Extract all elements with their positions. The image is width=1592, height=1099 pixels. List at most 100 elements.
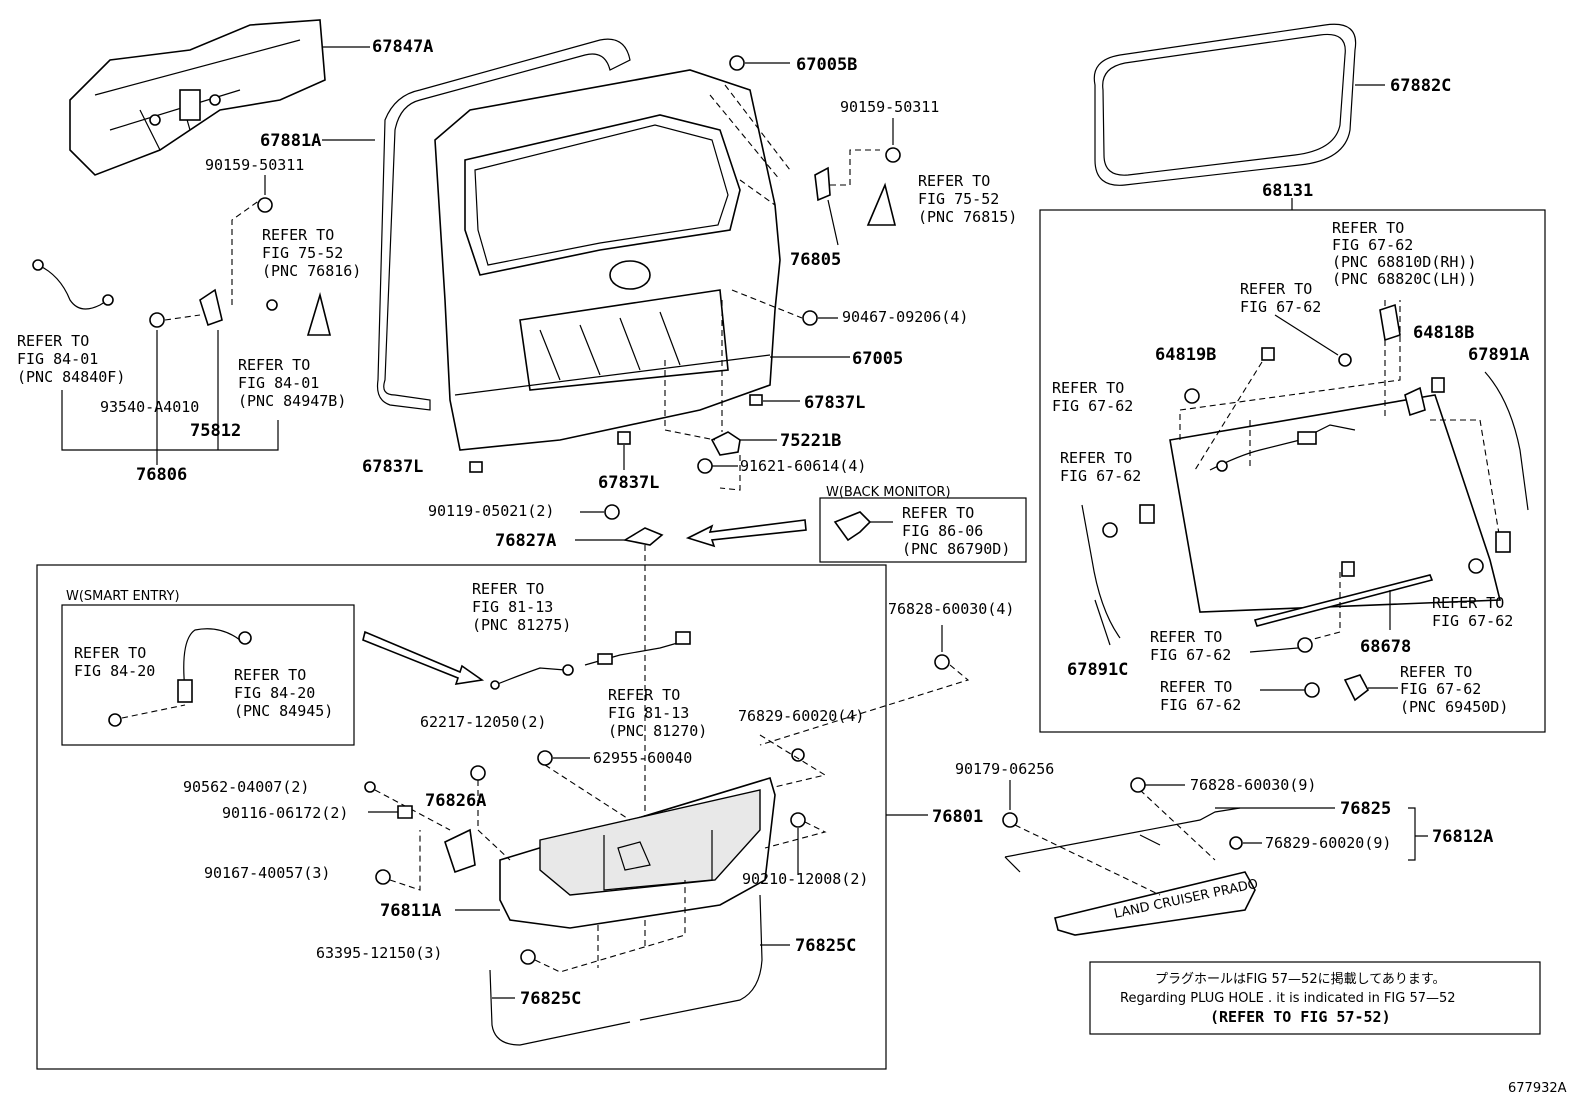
label-75812: 75812 bbox=[190, 421, 241, 441]
refer-line: FIG 86-06 bbox=[902, 522, 983, 540]
refer-line: FIG 67-62 bbox=[1400, 680, 1481, 698]
refer-line: (PNC 68820C(LH)) bbox=[1332, 270, 1477, 288]
label-76805: 76805 bbox=[790, 250, 841, 270]
refer-line: REFER TO bbox=[902, 504, 974, 522]
back-monitor-title: W(BACK MONITOR) bbox=[826, 485, 951, 500]
refer-67-62-d: REFER TO FIG 67-62 bbox=[1432, 594, 1513, 630]
refer-line: FIG 84-01 bbox=[17, 350, 98, 368]
clip bbox=[1343, 674, 1370, 702]
refer-67-62-a: REFER TO FIG 67-62 bbox=[1240, 280, 1321, 316]
drawing-id: 677932A bbox=[1508, 1081, 1567, 1096]
refer-line: REFER TO bbox=[238, 356, 310, 374]
label-76827A: 76827A bbox=[495, 531, 556, 551]
guide-line bbox=[764, 821, 827, 849]
label-76811A: 76811A bbox=[380, 901, 441, 921]
harness-81275 bbox=[490, 664, 574, 690]
harness-81270 bbox=[584, 631, 691, 666]
refer-line: REFER TO bbox=[918, 172, 990, 190]
window-weatherstrip-67882C bbox=[1093, 23, 1357, 186]
refer-line: (PNC 69450D) bbox=[1400, 698, 1508, 716]
labels: 67847A 67881A 90159-50311 67005B 90159-5… bbox=[66, 37, 1567, 1096]
refer-67-62-e: REFER TO FIG 67-62 bbox=[1150, 628, 1231, 664]
refer-84-20-a: REFER TO FIG 84-20 bbox=[74, 644, 155, 680]
refer-69450D: REFER TO FIG 67-62 (PNC 69450D) bbox=[1400, 663, 1508, 716]
refer-line: REFER TO bbox=[1060, 449, 1132, 467]
refer-line: FIG 67-62 bbox=[1332, 236, 1413, 254]
guide-line bbox=[389, 830, 421, 891]
label-67882C: 67882C bbox=[1390, 76, 1451, 96]
refer-line: (PNC 76816) bbox=[262, 262, 361, 280]
refer-84840F: REFER TO FIG 84-01 (PNC 84840F) bbox=[17, 332, 125, 386]
guide-line bbox=[477, 780, 511, 861]
arrow-icon bbox=[362, 630, 485, 685]
label-91621: 91621-60614(4) bbox=[740, 457, 866, 475]
clip bbox=[1495, 531, 1511, 553]
refer-86790D: REFER TO FIG 86-06 (PNC 86790D) bbox=[902, 504, 1010, 558]
refer-76815: REFER TO FIG 75-52 (PNC 76815) bbox=[918, 172, 1017, 226]
plug-67005B bbox=[729, 55, 790, 71]
clip-67837L-b bbox=[617, 431, 631, 470]
label-90210: 90210-12008(2) bbox=[742, 870, 868, 888]
garnish-76815 bbox=[866, 182, 897, 226]
refer-81270: REFER TO FIG 81-13 (PNC 81270) bbox=[608, 686, 707, 740]
clip-62955 bbox=[537, 750, 553, 766]
label-62955: 62955-60040 bbox=[593, 749, 692, 767]
label-90159-right: 90159-50311 bbox=[840, 98, 939, 116]
label-67891C: 67891C bbox=[1067, 660, 1128, 680]
clip-76828-b bbox=[1130, 777, 1146, 793]
clip bbox=[1261, 347, 1275, 361]
clip-63395 bbox=[520, 949, 536, 965]
refer-line: FIG 67-62 bbox=[1052, 397, 1133, 415]
label-90159-left: 90159-50311 bbox=[205, 156, 304, 174]
label-76806: 76806 bbox=[136, 465, 187, 485]
refer-line: (PNC 68810D(RH)) bbox=[1332, 253, 1477, 271]
plug-90467 bbox=[731, 289, 838, 326]
refer-line: REFER TO bbox=[1240, 280, 1312, 298]
cover-67847A bbox=[69, 19, 326, 176]
refer-line: (PNC 84945) bbox=[234, 702, 333, 720]
arrow-icon bbox=[685, 519, 807, 548]
refer-line: REFER TO bbox=[472, 580, 544, 598]
label-62217: 62217-12050(2) bbox=[420, 713, 546, 731]
garnish-76811A bbox=[499, 776, 776, 929]
refer-67-62-f: REFER TO FIG 67-62 bbox=[1160, 678, 1241, 714]
smart-entry-title: W(SMART ENTRY) bbox=[66, 589, 180, 604]
refer-line: (PNC 81275) bbox=[472, 616, 571, 634]
clip bbox=[1184, 388, 1200, 404]
moulding-76825C-left bbox=[489, 969, 631, 1046]
back-glass-68131 bbox=[1169, 300, 1502, 613]
clip-76829-b bbox=[1229, 836, 1243, 850]
refer-line: REFER TO bbox=[74, 644, 146, 662]
plug-hole-note: プラグホールはFIG 57—52に掲載してあります。 Regarding PLU… bbox=[1120, 971, 1456, 1026]
refer-68810D: REFER TO FIG 67-62 (PNC 68810D(RH)) (PNC… bbox=[1332, 219, 1477, 288]
refer-line: FIG 84-20 bbox=[74, 662, 155, 680]
refer-line: FIG 84-20 bbox=[234, 684, 315, 702]
smart-entry-box bbox=[61, 604, 355, 746]
label-67847A: 67847A bbox=[372, 37, 433, 57]
moulding-76825C-right bbox=[639, 894, 763, 1021]
weatherstrip-67881A bbox=[376, 38, 631, 411]
label-67837L-a: 67837L bbox=[804, 393, 865, 413]
label-67881A: 67881A bbox=[260, 131, 321, 151]
refer-line: FIG 67-62 bbox=[1060, 467, 1141, 485]
clip bbox=[1139, 504, 1155, 524]
garnish-76816 bbox=[306, 291, 332, 336]
refer-line: REFER TO bbox=[1432, 594, 1504, 612]
label-76801: 76801 bbox=[932, 807, 983, 827]
refer-line: FIG 75-52 bbox=[262, 244, 343, 262]
label-76829-b: 76829-60020(9) bbox=[1265, 834, 1391, 852]
label-68678: 68678 bbox=[1360, 637, 1411, 657]
guide-line bbox=[1014, 789, 1216, 896]
clip bbox=[1297, 637, 1313, 653]
bracket-76826A bbox=[444, 828, 476, 874]
clip-62217 bbox=[470, 765, 486, 781]
refer-67-62-b: REFER TO FIG 67-62 bbox=[1052, 379, 1133, 415]
label-63395: 63395-12150(3) bbox=[316, 944, 442, 962]
clip bbox=[1431, 377, 1445, 393]
clip-67837L-a bbox=[749, 394, 800, 406]
emblem-garnish-76812A: LAND CRUISER PRADO bbox=[1004, 807, 1259, 936]
clip bbox=[1304, 682, 1320, 698]
wire-harness-84840F bbox=[32, 259, 114, 310]
guide-line bbox=[1309, 572, 1341, 641]
clip bbox=[1102, 522, 1118, 538]
